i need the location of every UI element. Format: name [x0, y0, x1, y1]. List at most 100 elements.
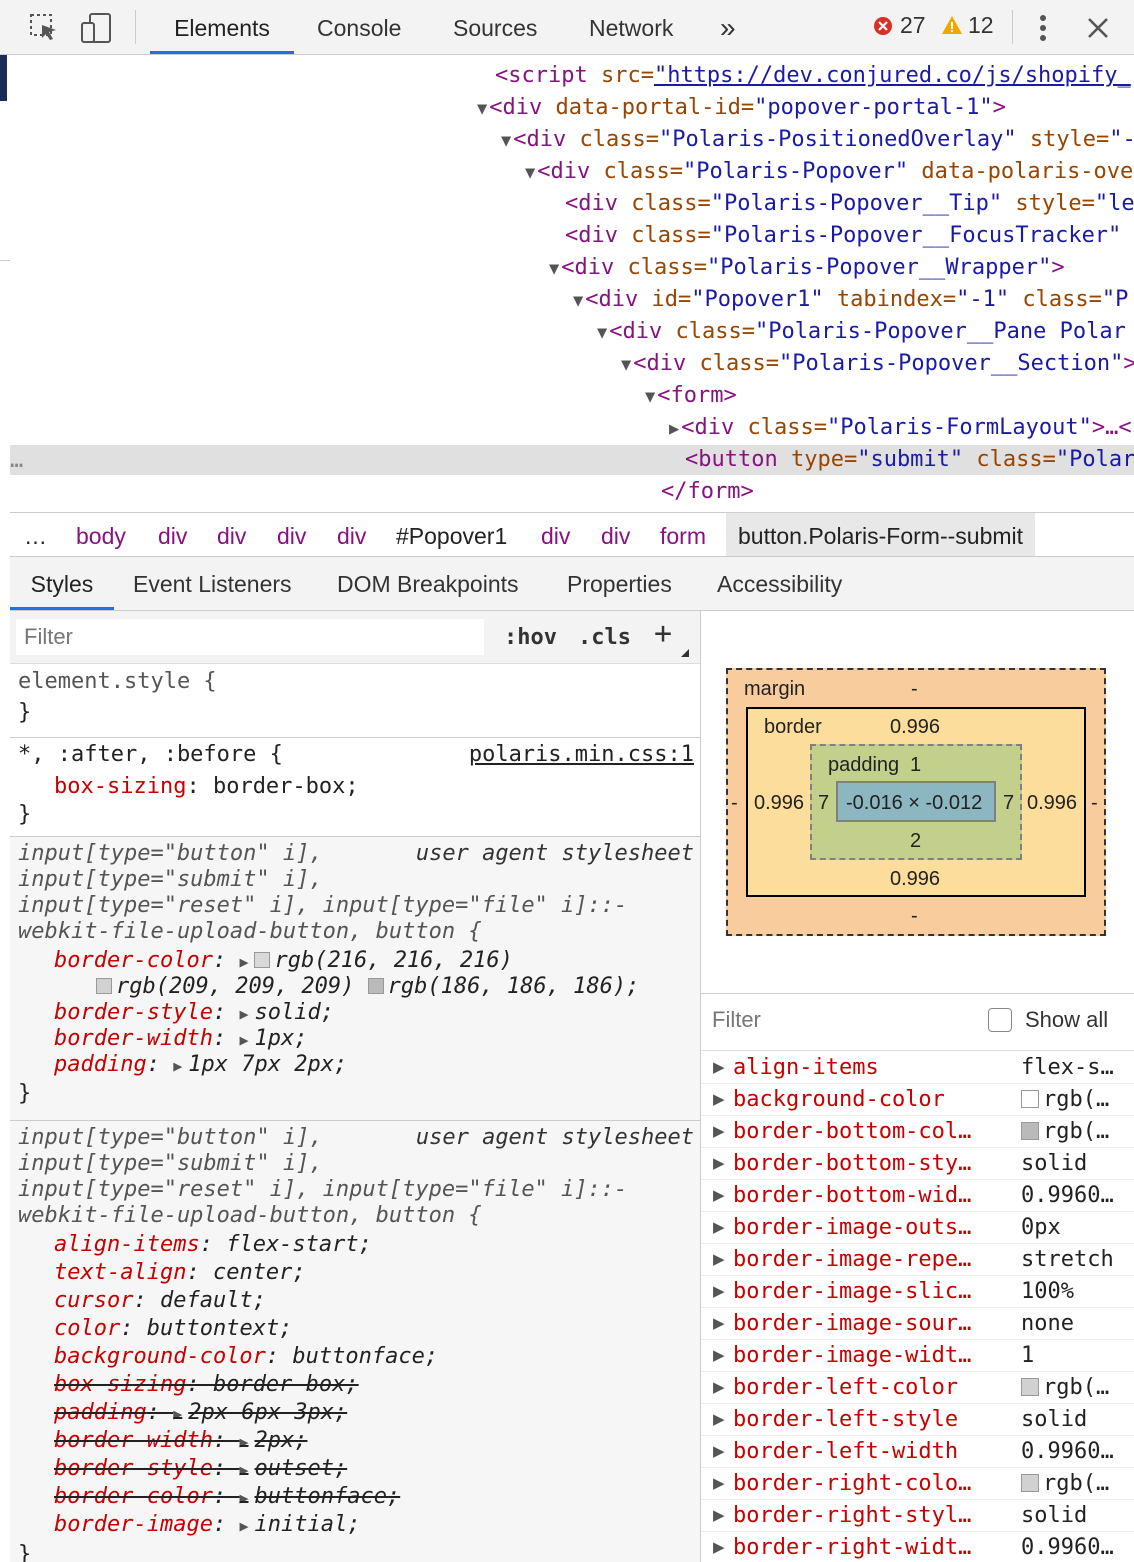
computed-property-row[interactable]: ▶border-bottom-wid…0.9960…: [701, 1180, 1134, 1212]
property-value[interactable]: solid;: [254, 1000, 334, 1025]
margin-top-value[interactable]: -: [911, 678, 918, 700]
declaration[interactable]: box-sizing: border-box;: [54, 774, 359, 799]
computed-filter-input[interactable]: Filter: [712, 1007, 761, 1032]
expand-arrow-icon[interactable]: ▶: [713, 1155, 725, 1172]
property-name[interactable]: border-style: [54, 1456, 213, 1481]
property-name[interactable]: padding: [54, 1400, 147, 1425]
expand-arrow-icon[interactable]: ▶: [713, 1379, 725, 1396]
property-name[interactable]: color: [54, 1316, 121, 1341]
expand-arrow-icon[interactable]: ▶: [713, 1187, 725, 1204]
breadcrumb-div[interactable]: div: [541, 523, 571, 549]
rule-selector-line[interactable]: input[type="submit" i],: [18, 1151, 323, 1176]
rule-selector-line[interactable]: webkit-file-upload-button, button {: [18, 1203, 482, 1228]
property-name[interactable]: box-sizing: [54, 1372, 187, 1397]
class-toggle[interactable]: .cls: [578, 625, 631, 650]
declaration[interactable]: color: buttontext;: [54, 1316, 293, 1341]
property-value[interactable]: 2px;: [254, 1428, 308, 1453]
hover-state-toggle[interactable]: :hov: [504, 625, 557, 650]
content-size-value[interactable]: -0.016 × -0.012: [846, 792, 983, 814]
expand-arrow-icon[interactable]: ▶: [713, 1539, 725, 1556]
breadcrumb-current-button[interactable]: button.Polaris-Form--submit: [726, 513, 1036, 556]
breadcrumb-div[interactable]: div: [217, 523, 247, 549]
computed-property-row[interactable]: ▶border-image-slic…100%: [701, 1276, 1134, 1308]
expand-icon[interactable]: ▶: [239, 1489, 249, 1507]
computed-property-row[interactable]: ▶border-image-sour…none: [701, 1308, 1134, 1340]
color-swatch[interactable]: [96, 978, 112, 994]
border-right-value[interactable]: 0.996: [1027, 792, 1078, 814]
declaration[interactable]: border-style: ▶solid;: [54, 1000, 334, 1025]
collapse-arrow-icon[interactable]: ▼: [573, 291, 584, 311]
property-name[interactable]: border-style: [54, 1000, 213, 1025]
property-value[interactable]: rgb(216, 216, 216): [274, 948, 513, 973]
declaration[interactable]: border-image: ▶initial;: [54, 1512, 361, 1537]
new-rule-menu-icon[interactable]: [681, 649, 689, 657]
dom-node-line[interactable]: <button type="submit" class="Polar: [685, 444, 1134, 476]
property-value[interactable]: rgb(209, 209, 209): [116, 974, 355, 999]
declaration[interactable]: border-color: ▶rgb(216, 216, 216): [54, 948, 513, 973]
show-all-checkbox[interactable]: [988, 1008, 1012, 1032]
rule-selector-line[interactable]: input[type="submit" i],: [18, 867, 323, 892]
error-count[interactable]: 27: [900, 12, 926, 38]
declaration[interactable]: border-width: ▶1px;: [54, 1026, 308, 1051]
expand-icon[interactable]: ▶: [239, 1461, 249, 1479]
rule-source-link[interactable]: polaris.min.css:1: [468, 742, 694, 767]
computed-property-row[interactable]: ▶border-image-outs…0px: [701, 1212, 1134, 1244]
expand-icon[interactable]: ▶: [239, 1031, 249, 1049]
color-swatch[interactable]: [367, 978, 384, 994]
property-value[interactable]: center;: [212, 1260, 306, 1285]
property-value[interactable]: buttonface;: [254, 1484, 401, 1509]
property-value[interactable]: 1px 7px 2px;: [188, 1052, 348, 1077]
kebab-menu-icon[interactable]: [1033, 14, 1053, 47]
rule-selector-line[interactable]: input[type="reset" i], input[type="file"…: [18, 1177, 628, 1202]
expand-arrow-icon[interactable]: ▶: [713, 1251, 725, 1268]
property-value[interactable]: buttontext;: [146, 1316, 293, 1341]
dom-node-line[interactable]: ▼<div class="Polaris-Popover" data-polar…: [525, 156, 1133, 188]
tab-dom-breakpoints[interactable]: DOM Breakpoints: [337, 571, 519, 597]
new-rule-button[interactable]: +: [654, 616, 673, 651]
breadcrumb-more[interactable]: …: [24, 523, 47, 549]
property-name[interactable]: padding: [54, 1052, 147, 1077]
color-swatch[interactable]: [254, 952, 271, 968]
node-ellipsis[interactable]: …: [10, 448, 24, 473]
dom-node-line[interactable]: <div class="Polaris-Popover__Tip" style=…: [565, 188, 1134, 220]
warning-icon[interactable]: [941, 14, 963, 41]
computed-property-row[interactable]: ▶border-right-widt…0.9960…: [701, 1532, 1134, 1562]
dom-node-line[interactable]: ▼<div class="Polaris-PositionedOverlay" …: [501, 124, 1134, 156]
expand-arrow-icon[interactable]: ▶: [713, 1123, 725, 1140]
property-name[interactable]: border-color: [54, 1484, 213, 1509]
declaration[interactable]: border-width: ▶2px;: [54, 1428, 308, 1453]
color-swatch[interactable]: [1021, 1474, 1039, 1492]
tab-styles[interactable]: Styles: [10, 557, 114, 610]
property-name[interactable]: text-align: [54, 1260, 187, 1285]
computed-property-row[interactable]: ▶border-bottom-col…rgb(…: [701, 1116, 1134, 1148]
property-value[interactable]: buttonface;: [292, 1344, 439, 1369]
border-bottom-value[interactable]: 0.996: [890, 868, 941, 890]
expand-arrow-icon[interactable]: ▶: [713, 1475, 725, 1492]
rule-selector-line[interactable]: webkit-file-upload-button, button {: [18, 919, 482, 944]
computed-property-row[interactable]: ▶border-bottom-sty…solid: [701, 1148, 1134, 1180]
expand-arrow-icon[interactable]: ▶: [713, 1283, 725, 1300]
padding-left-value[interactable]: 7: [818, 792, 830, 814]
tab-console[interactable]: Console: [317, 15, 402, 41]
rule-selector-line[interactable]: input[type="reset" i], input[type="file"…: [18, 893, 628, 918]
declaration[interactable]: align-items: flex-start;: [54, 1232, 372, 1257]
margin-right-value[interactable]: -: [1091, 792, 1098, 814]
padding-top-value[interactable]: 1: [910, 754, 922, 776]
property-value[interactable]: default;: [159, 1288, 266, 1313]
expand-arrow-icon[interactable]: ▶: [713, 1219, 725, 1236]
inspect-element-icon[interactable]: [28, 12, 60, 49]
property-name[interactable]: border-color: [54, 948, 213, 973]
dom-node-line[interactable]: ▼<div id="Popover1" tabindex="-1" class=…: [573, 284, 1128, 316]
property-value[interactable]: rgb(186, 186, 186);: [387, 974, 640, 999]
property-value[interactable]: border-box;: [212, 774, 359, 799]
property-name[interactable]: box-sizing: [54, 774, 187, 799]
expand-icon[interactable]: ▶: [173, 1057, 183, 1075]
breadcrumb-div[interactable]: div: [601, 523, 631, 549]
tab-elements[interactable]: Elements: [150, 0, 294, 54]
declaration[interactable]: border-style: ▶outset;: [54, 1456, 348, 1481]
breadcrumb-popover1[interactable]: #Popover1: [396, 523, 508, 549]
error-icon[interactable]: [873, 16, 893, 41]
computed-property-row[interactable]: ▶border-image-widt…1: [701, 1340, 1134, 1372]
